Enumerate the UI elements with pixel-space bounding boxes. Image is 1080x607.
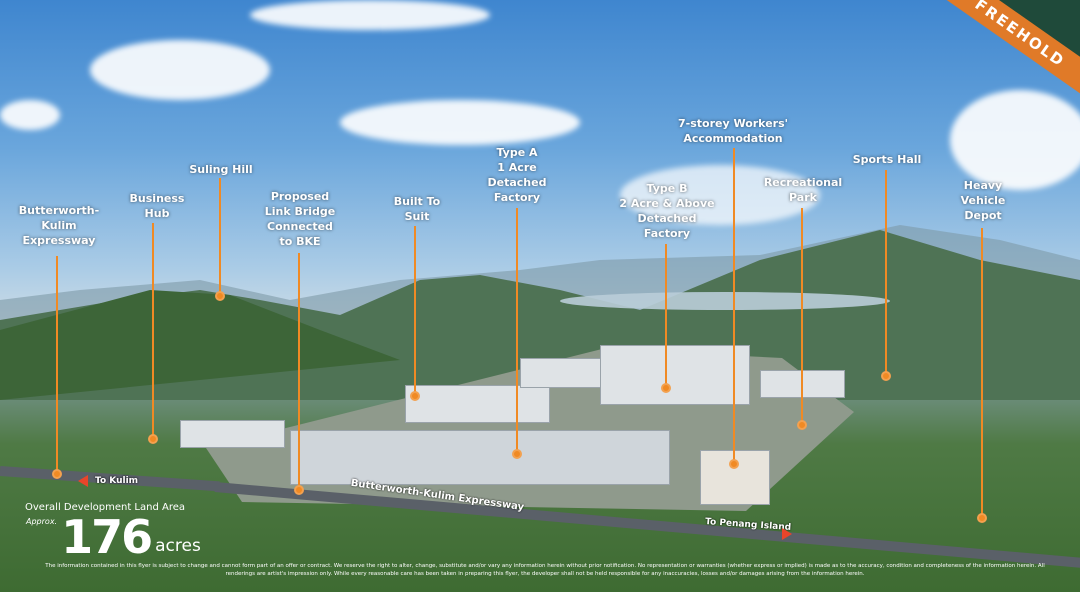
pointer-line	[801, 208, 803, 425]
land-area-row: Approx. 176 acres	[26, 510, 201, 564]
aerial-rendering: FREEHOLD Butterworth- Kulim Expressway B…	[0, 0, 1080, 592]
land-area-title: Overall Development Land Area	[25, 502, 185, 513]
pointer-line	[733, 148, 735, 464]
label-heavy-vehicle-depot: Heavy Vehicle Depot	[960, 179, 1006, 222]
pointer-line	[152, 223, 154, 439]
label-type-b: Type B 2 Acre & Above Detached Factory	[619, 182, 715, 240]
label-recreational-park: Recreational Park	[763, 176, 843, 204]
arrow-right-icon	[782, 528, 792, 540]
label-built-to-suit: Built To Suit	[393, 195, 441, 223]
building	[180, 420, 285, 448]
label-sports-hall: Sports Hall	[852, 153, 922, 166]
pointer-line	[219, 178, 221, 296]
pointer-line	[298, 253, 300, 490]
disclaimer: The information contained in this flyer …	[45, 563, 1045, 577]
arrow-left-icon	[78, 475, 88, 487]
pointer-dot	[512, 449, 522, 459]
label-business-hub: Business Hub	[129, 192, 185, 220]
label-workers-accommodation: 7-storey Workers' Accommodation	[677, 117, 789, 145]
cloud	[250, 0, 490, 30]
cloud	[90, 40, 270, 100]
pointer-line	[56, 256, 58, 474]
pointer-dot	[52, 469, 62, 479]
pointer-line	[665, 244, 667, 388]
pointer-dot	[148, 434, 158, 444]
to-kulim-label: To Kulim	[95, 476, 139, 486]
pointer-line	[414, 226, 416, 396]
pointer-dot	[881, 371, 891, 381]
label-link-bridge: Proposed Link Bridge Connected to BKE	[264, 190, 336, 248]
label-type-a: Type A 1 Acre Detached Factory	[487, 146, 547, 204]
building	[290, 430, 670, 485]
pointer-dot	[294, 485, 304, 495]
cloud	[620, 165, 820, 225]
label-suling-hill: Suling Hill	[189, 163, 253, 176]
pointer-line	[885, 170, 887, 376]
building	[405, 385, 550, 423]
pointer-line	[516, 208, 518, 454]
land-area-approx: Approx.	[26, 517, 58, 526]
pointer-dot	[729, 459, 739, 469]
pointer-line	[981, 228, 983, 518]
building	[600, 345, 750, 405]
pointer-dot	[661, 383, 671, 393]
land-area-unit: acres	[155, 536, 201, 556]
cloud	[950, 90, 1080, 190]
mountains	[0, 225, 1080, 400]
land-area-value: 176	[61, 510, 153, 564]
cloud	[0, 100, 60, 130]
lake	[560, 292, 890, 310]
label-bke: Butterworth- Kulim Expressway	[18, 204, 100, 247]
cloud	[340, 100, 580, 145]
pointer-dot	[410, 391, 420, 401]
pointer-dot	[797, 420, 807, 430]
pointer-dot	[215, 291, 225, 301]
pointer-dot	[977, 513, 987, 523]
